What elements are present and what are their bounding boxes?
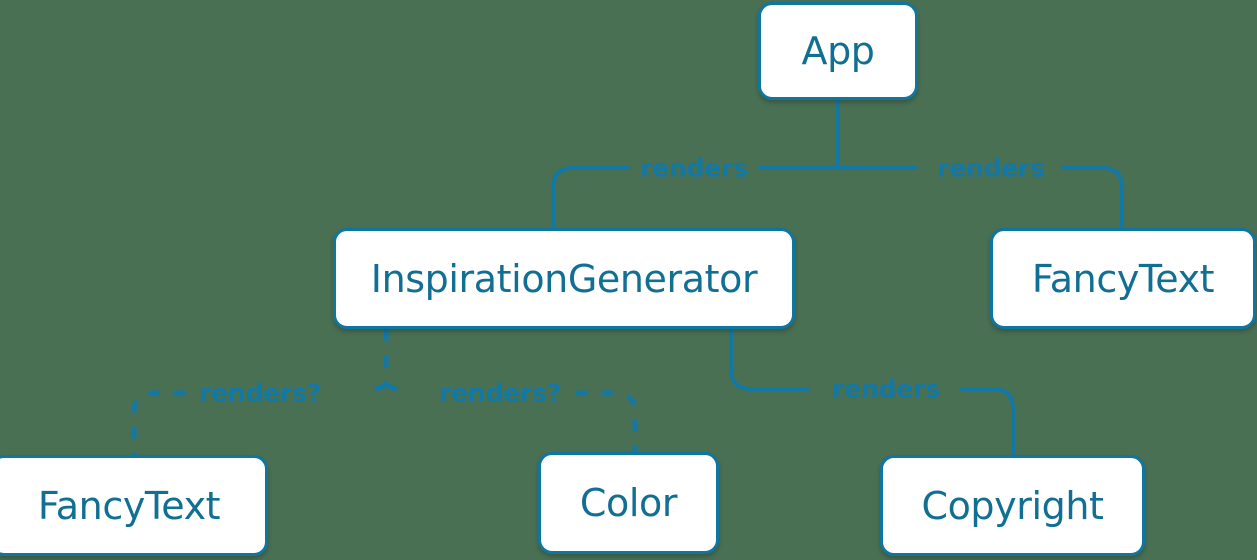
node-color-label: Color — [579, 481, 678, 525]
edge-label-app-inspiration: renders — [640, 153, 748, 183]
edge-label-app-fancytext: renders — [937, 153, 1045, 183]
node-fancytext-top-label: FancyText — [1031, 256, 1215, 301]
edge-inspiration-copyright-seg-right — [960, 387, 1015, 457]
edge-label-inspiration-fancytext: renders? — [198, 378, 322, 408]
node-copyright-label: Copyright — [921, 483, 1104, 528]
edge-label-inspiration-copyright: renders — [832, 374, 940, 404]
node-fancytext-bottom[interactable]: FancyText — [0, 455, 268, 556]
node-copyright[interactable]: Copyright — [880, 455, 1145, 556]
node-color[interactable]: Color — [538, 452, 719, 554]
edge-label-inspiration-color: renders? — [438, 378, 562, 408]
edge-app-fancytext-seg-right — [1061, 166, 1124, 230]
node-fancytext-bottom-label: FancyText — [37, 483, 221, 528]
edge-inspiration-fancytext-seg-right — [365, 382, 387, 396]
edge-inspiration-copyright-seg-left — [729, 327, 810, 391]
node-inspiration-generator-label: InspirationGenerator — [370, 256, 758, 301]
edge-inspiration-color-seg-left — [385, 382, 407, 396]
edge-inspiration-fancytext-seg-left — [131, 390, 186, 455]
node-inspiration-generator[interactable]: InspirationGenerator — [333, 228, 795, 329]
node-fancytext-top[interactable]: FancyText — [990, 228, 1256, 329]
node-app-label: App — [801, 29, 875, 73]
node-app[interactable]: App — [758, 2, 918, 100]
edge-inspiration-color-seg-right — [576, 390, 638, 452]
edge-app-inspiration-seg-left — [551, 166, 630, 230]
